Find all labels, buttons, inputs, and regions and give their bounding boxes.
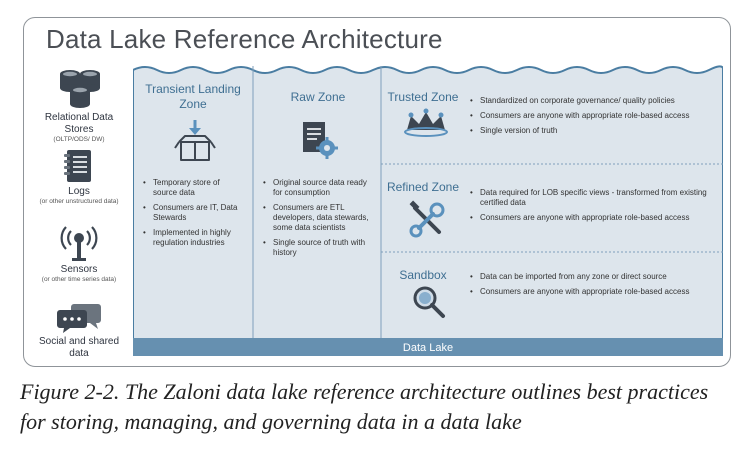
data-lake-background <box>133 65 723 356</box>
magnifier-icon <box>413 286 445 318</box>
source-relational: Relational Data Stores (OLTP/ODS/ DW) <box>30 68 128 144</box>
bullet-item: Consumers are anyone with appropriate ro… <box>470 213 718 223</box>
wrench-screwdriver-icon <box>409 200 445 238</box>
raw-zone-title: Raw Zone <box>290 90 346 104</box>
source-label: Logs <box>68 186 90 197</box>
refined-zone-title: Refined Zone <box>386 180 460 194</box>
raw-zone-bullets: Original source data ready for consumpti… <box>263 178 375 263</box>
bullet-item: Data can be imported from any zone or di… <box>470 272 718 282</box>
bullet-item: Original source data ready for consumpti… <box>263 178 375 198</box>
bullet-item: Implemented in highly regulation industr… <box>143 228 245 248</box>
document-gear-icon <box>303 122 338 159</box>
bullet-item: Single source of truth with history <box>263 238 375 258</box>
trusted-zone-title: Trusted Zone <box>387 90 459 104</box>
log-notebook-icon <box>64 150 91 182</box>
bullet-item: Single version of truth <box>470 126 718 136</box>
source-label: Relational Data Stores <box>44 112 114 135</box>
source-sensors: Sensors (or other time series data) <box>30 226 128 284</box>
chat-bubbles-icon <box>57 304 101 333</box>
source-sublabel: (OLTP/ODS/ DW) <box>53 136 105 143</box>
refined-zone-bullets: Data required for LOB specific views - t… <box>470 188 718 228</box>
data-lake: Transient Landing Zone Temporary store o… <box>133 62 723 356</box>
crown-icon <box>404 108 448 137</box>
source-label: Social and shared data <box>38 336 120 359</box>
trusted-zone-bullets: Standardized on corporate governance/ qu… <box>470 96 718 141</box>
bullet-item: Standardized on corporate governance/ qu… <box>470 96 718 106</box>
bullet-item: Consumers are anyone with appropriate ro… <box>470 111 718 121</box>
bullet-item: Temporary store of source data <box>143 178 245 198</box>
transient-zone-bullets: Temporary store of source data Consumers… <box>143 178 245 253</box>
transient-zone-title: Transient Landing Zone <box>145 82 241 111</box>
source-sublabel: (or other time series data) <box>41 276 117 283</box>
source-logs: Logs (or other unstructured data) <box>30 148 128 206</box>
source-sublabel: (or other unstructured data) <box>39 198 119 205</box>
bullet-item: Consumers are IT, Data Stewards <box>143 203 245 223</box>
sensor-antenna-icon <box>60 226 98 261</box>
box-download-icon <box>174 120 216 161</box>
source-social: Social and shared data <box>30 302 128 360</box>
figure-caption: Figure 2-2. The Zaloni data lake referen… <box>20 379 709 434</box>
bullet-item: Consumers are anyone with appropriate ro… <box>470 287 718 297</box>
bullet-item: Data required for LOB specific views - t… <box>470 188 718 208</box>
diagram-title: Data Lake Reference Architecture <box>46 24 443 54</box>
data-lake-label: Data Lake <box>402 342 454 354</box>
sandbox-zone-title: Sandbox <box>399 268 447 282</box>
source-label: Sensors <box>60 264 98 275</box>
sandbox-zone-bullets: Data can be imported from any zone or di… <box>470 272 718 302</box>
database-icon <box>60 70 100 108</box>
bullet-item: Consumers are ETL developers, data stewa… <box>263 203 375 233</box>
